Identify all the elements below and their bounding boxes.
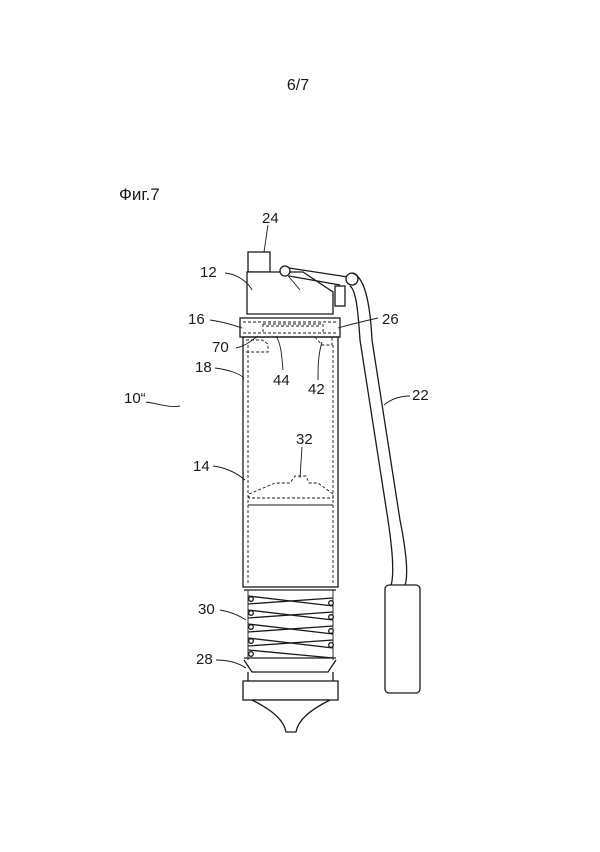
grease-gun-drawing — [239, 251, 421, 733]
part-18-barrel — [242, 336, 339, 588]
lever-pivot-left — [279, 265, 291, 277]
label-30: 30 — [198, 601, 215, 618]
bottom-knob — [251, 699, 331, 733]
label-16: 16 — [188, 311, 205, 328]
label-44: 44 — [273, 372, 290, 389]
label-14: 14 — [193, 458, 210, 475]
leader-lines — [145, 224, 411, 669]
label-10: 10“ — [124, 390, 146, 407]
label-26: 26 — [382, 311, 399, 328]
label-28: 28 — [196, 651, 213, 668]
label-32: 32 — [296, 431, 313, 448]
part-22-lever — [351, 272, 408, 589]
label-42: 42 — [308, 381, 325, 398]
lever-bracket — [334, 285, 346, 307]
part-16-collar — [239, 317, 341, 338]
reference-numerals: 24 12 16 26 70 44 42 18 10“ 22 32 14 30 … — [124, 210, 429, 668]
lever-link — [288, 267, 349, 286]
part-26-seal — [243, 321, 338, 334]
label-12: 12 — [200, 264, 217, 281]
lever-grip — [384, 584, 421, 694]
part-30-spring — [244, 589, 336, 660]
part-42-insert — [314, 336, 333, 346]
figure-caption: Фиг.7 — [119, 185, 160, 204]
bottom-base — [242, 680, 339, 701]
label-24: 24 — [262, 210, 279, 227]
page-number: 6/7 — [287, 77, 309, 94]
part-70-insert — [246, 339, 269, 353]
label-70: 70 — [212, 339, 229, 356]
part-24-cap — [247, 251, 271, 273]
label-18: 18 — [195, 359, 212, 376]
part-12-head — [246, 271, 334, 315]
part-28-bottom-cap — [243, 659, 337, 673]
part-32-piston — [248, 475, 334, 499]
label-22: 22 — [412, 387, 429, 404]
